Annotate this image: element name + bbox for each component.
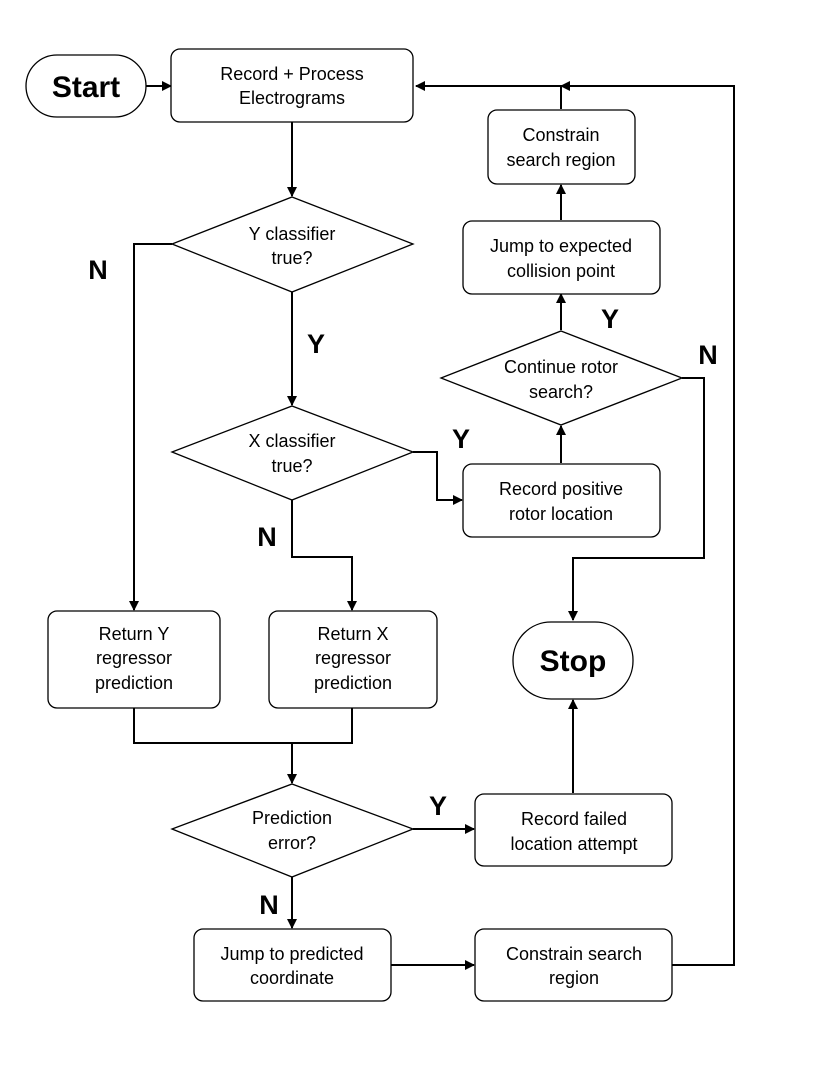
svg-text:Y classifier: Y classifier (249, 224, 336, 244)
label-prederror-yes: Y (429, 791, 447, 821)
svg-text:Return Y: Return Y (99, 624, 170, 644)
node-stop-label: Stop (540, 645, 607, 678)
svg-text:region: region (549, 968, 599, 988)
node-continue-search: Continue rotor search? (439, 330, 684, 426)
svg-text:Constrain: Constrain (522, 125, 599, 145)
svg-text:Record positive: Record positive (499, 479, 623, 499)
edge-yclass-no-to-returny (129, 243, 172, 611)
svg-text:prediction: prediction (314, 673, 392, 693)
svg-text:rotor location: rotor location (509, 504, 613, 524)
svg-text:regressor: regressor (315, 648, 391, 668)
label-continue-yes: Y (601, 304, 619, 334)
node-jump-collision: Jump to expected collision point (462, 220, 661, 295)
node-x-classifier: X classifier true? (170, 405, 415, 501)
svg-text:Electrograms: Electrograms (239, 88, 345, 108)
label-yclass-no: N (88, 255, 108, 285)
connectors (129, 81, 735, 970)
svg-text:Constrain search: Constrain search (506, 944, 642, 964)
svg-text:Continue rotor: Continue rotor (504, 357, 618, 377)
node-start-label: Start (52, 71, 120, 104)
label-prederror-no: N (259, 890, 279, 920)
node-constrain-bottom: Constrain search region (474, 928, 673, 1002)
svg-text:location attempt: location attempt (510, 834, 637, 854)
svg-text:regressor: regressor (96, 648, 172, 668)
node-jump-predicted: Jump to predicted coordinate (193, 928, 392, 1002)
edge-labels: N Y Y N Y N Y N (88, 255, 718, 920)
svg-text:error?: error? (268, 833, 316, 853)
svg-text:Record + Process: Record + Process (220, 64, 364, 84)
node-start: Start (25, 54, 147, 118)
label-yclass-yes: Y (307, 329, 325, 359)
node-y-classifier: Y classifier true? (170, 196, 415, 293)
svg-text:true?: true? (271, 456, 312, 476)
edge-xclass-no-to-returnx (291, 500, 357, 611)
node-return-x: Return X regressor prediction (268, 610, 438, 709)
node-prediction-error: Prediction error? (170, 783, 415, 878)
node-record-process: Record + Process Electrograms (170, 48, 414, 123)
edge-xclass-yes-to-recordpositive (413, 451, 463, 505)
svg-text:X classifier: X classifier (248, 431, 335, 451)
svg-text:true?: true? (271, 248, 312, 268)
node-constrain-top: Constrain search region (487, 109, 636, 185)
label-continue-no: N (698, 340, 718, 370)
svg-text:Jump to expected: Jump to expected (490, 236, 632, 256)
node-stop: Stop (512, 621, 634, 700)
svg-text:search region: search region (506, 150, 615, 170)
svg-text:Record failed: Record failed (521, 809, 627, 829)
svg-text:Jump to predicted: Jump to predicted (220, 944, 363, 964)
edge-constrainbottom-loop-to-record (560, 81, 735, 966)
edge-continue-no-to-stop (568, 377, 705, 621)
node-return-y: Return Y regressor prediction (47, 610, 221, 709)
label-xclass-no: N (257, 522, 277, 552)
edge-constraintop-to-record (415, 81, 562, 109)
svg-text:collision point: collision point (507, 261, 615, 281)
label-xclass-yes: Y (452, 424, 470, 454)
svg-text:Prediction: Prediction (252, 808, 332, 828)
node-record-failed: Record failed location attempt (474, 793, 673, 867)
edge-returny-merge (133, 708, 353, 744)
node-record-positive: Record positive rotor location (462, 463, 661, 538)
svg-text:coordinate: coordinate (250, 968, 334, 988)
svg-text:Return X: Return X (317, 624, 388, 644)
svg-text:search?: search? (529, 382, 593, 402)
svg-text:prediction: prediction (95, 673, 173, 693)
